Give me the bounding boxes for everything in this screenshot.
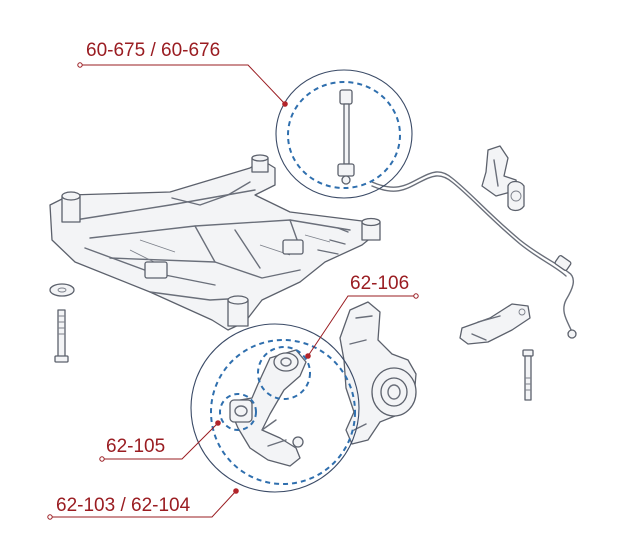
callout-upper-bush bbox=[257, 346, 311, 400]
callout-outer-link bbox=[275, 69, 413, 199]
bolt-and-washer-drawing bbox=[49, 283, 75, 363]
callouts bbox=[190, 69, 413, 493]
stabilizer-link-drawing bbox=[337, 89, 355, 185]
stabilizer-bracket-drawing bbox=[481, 145, 525, 212]
label-upper-bush: 62-106 bbox=[350, 273, 410, 294]
label-lower-bush: 62-105 bbox=[106, 436, 166, 457]
label-stabilizer-link: 60-675 / 60-676 bbox=[86, 40, 221, 61]
callout-outer-arm bbox=[190, 323, 360, 493]
leader-lines bbox=[47, 62, 419, 520]
callout-inner-link bbox=[287, 81, 401, 189]
callout-inner-arm bbox=[210, 339, 356, 485]
control-arm-drawing bbox=[229, 349, 307, 467]
stabilizer-bar-drawing bbox=[371, 171, 577, 339]
callout-lower-bush bbox=[219, 393, 257, 431]
subframe-drawing bbox=[49, 154, 381, 331]
label-control-arm: 62-103 / 62-104 bbox=[56, 495, 191, 516]
bolt-right-drawing bbox=[522, 349, 534, 401]
bracket-plate-drawing bbox=[459, 303, 531, 345]
